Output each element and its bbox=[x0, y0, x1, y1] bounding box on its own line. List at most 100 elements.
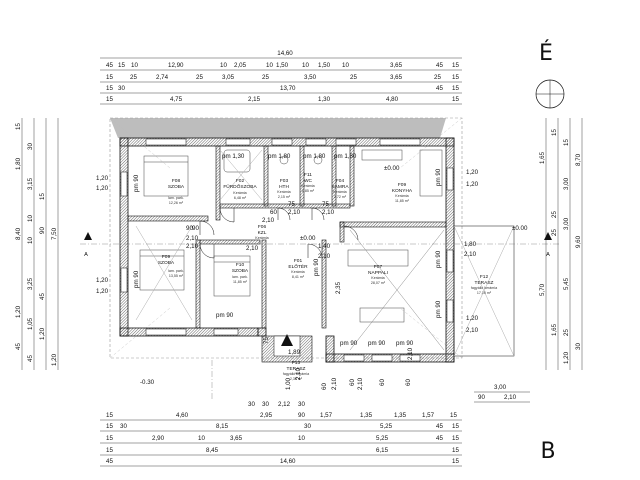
svg-text:3,25: 3,25 bbox=[27, 277, 34, 290]
svg-text:15: 15 bbox=[450, 412, 457, 419]
svg-text:15: 15 bbox=[106, 96, 113, 103]
svg-text:3,65: 3,65 bbox=[230, 435, 243, 442]
svg-text:15: 15 bbox=[452, 85, 459, 92]
svg-text:Kerámia: Kerámia bbox=[395, 194, 408, 198]
svg-text:F09: F09 bbox=[398, 182, 407, 188]
svg-text:28,07 m²: 28,07 m² bbox=[371, 281, 386, 285]
svg-text:4,80: 4,80 bbox=[386, 96, 399, 103]
svg-text:3,65: 3,65 bbox=[390, 62, 403, 69]
svg-text:SZOBA: SZOBA bbox=[232, 268, 249, 274]
svg-text:fagyálló kerámia: fagyálló kerámia bbox=[471, 286, 497, 290]
entrance-stairs bbox=[261, 334, 313, 363]
svg-text:60: 60 bbox=[349, 379, 356, 386]
svg-text:1,85 m²: 1,85 m² bbox=[302, 189, 315, 193]
svg-text:1,80: 1,80 bbox=[464, 241, 477, 248]
room-f11: F11 WC Kerámia 1,85 m² bbox=[301, 172, 315, 193]
svg-text:30: 30 bbox=[248, 401, 255, 408]
svg-text:15: 15 bbox=[106, 423, 113, 430]
svg-text:15: 15 bbox=[551, 129, 558, 136]
svg-text:10: 10 bbox=[198, 435, 205, 442]
level-markers: ±0.00 ±0.00 ±0.00 -0.30 bbox=[140, 165, 528, 386]
svg-text:F01: F01 bbox=[294, 258, 303, 264]
level-outside: -0.30 bbox=[140, 379, 155, 386]
svg-text:2,10: 2,10 bbox=[504, 394, 517, 401]
svg-text:15: 15 bbox=[106, 74, 113, 81]
svg-text:45: 45 bbox=[106, 62, 113, 69]
svg-text:9,60: 9,60 bbox=[575, 235, 582, 248]
svg-text:1,65: 1,65 bbox=[551, 323, 558, 336]
svg-text:15: 15 bbox=[452, 458, 459, 465]
top-dimensions: 14,60 45 15 10 12,90 10 2,05 10 1,50 10 … bbox=[106, 50, 459, 103]
svg-text:Kerámia: Kerámia bbox=[291, 270, 304, 274]
svg-text:2,15 m²: 2,15 m² bbox=[278, 195, 291, 199]
svg-text:KZL: KZL bbox=[258, 230, 267, 236]
roof-overhang-band bbox=[110, 118, 446, 138]
svg-text:45: 45 bbox=[15, 343, 22, 350]
svg-text:12,26 m²: 12,26 m² bbox=[169, 201, 184, 205]
svg-text:25: 25 bbox=[262, 74, 269, 81]
svg-text:25: 25 bbox=[551, 229, 558, 236]
svg-text:10: 10 bbox=[27, 237, 34, 244]
svg-text:11,85 m²: 11,85 m² bbox=[233, 280, 248, 284]
svg-text:F08: F08 bbox=[172, 178, 181, 184]
svg-text:25: 25 bbox=[563, 329, 570, 336]
svg-text:3,00: 3,00 bbox=[563, 217, 570, 230]
svg-text:13,55 m²: 13,55 m² bbox=[169, 274, 184, 278]
room-f04: F04 KAMRA Kerámia 2,72 m² bbox=[331, 178, 349, 199]
svg-text:8,41 m²: 8,41 m² bbox=[292, 275, 305, 279]
svg-text:pm 90: pm 90 bbox=[368, 340, 386, 347]
svg-text:1,57: 1,57 bbox=[320, 412, 333, 419]
right-dimensions: 15 1,65 15 8,70 3,00 25 9,60 3,00 25 5,4… bbox=[539, 129, 582, 364]
svg-text:pm 90: pm 90 bbox=[133, 270, 140, 288]
svg-text:6,15: 6,15 bbox=[376, 447, 389, 454]
svg-text:TERASZ: TERASZ bbox=[475, 280, 494, 286]
svg-text:Kerámia: Kerámia bbox=[233, 191, 246, 195]
svg-text:15: 15 bbox=[106, 85, 113, 92]
room-f07: F07 NAPPALI Kerámia 28,07 m² bbox=[368, 264, 388, 285]
svg-text:3,50: 3,50 bbox=[304, 74, 317, 81]
window-tags: pm 1,30 pm 1,80 pm 1,80 pm 1,80 pm 90 pm… bbox=[133, 153, 442, 347]
room-f06: F06 KZL Kerámia bbox=[255, 224, 268, 240]
svg-text:10: 10 bbox=[342, 62, 349, 69]
svg-text:12,90: 12,90 bbox=[168, 62, 184, 69]
svg-text:2,10: 2,10 bbox=[186, 235, 199, 242]
roof-hip-line bbox=[399, 117, 463, 169]
svg-text:5,25: 5,25 bbox=[376, 435, 389, 442]
svg-text:Kerámia: Kerámia bbox=[277, 190, 290, 194]
svg-text:15: 15 bbox=[452, 96, 459, 103]
svg-text:ELŐTÉR: ELŐTÉR bbox=[288, 263, 308, 270]
left-dimensions: 15 30 1,80 3,15 15 8,40 10 90 10 7,50 3,… bbox=[15, 123, 58, 366]
room-f03: F03 HTH Kerámia 2,15 m² bbox=[277, 178, 291, 199]
svg-text:14,60: 14,60 bbox=[277, 50, 293, 57]
svg-text:F10: F10 bbox=[236, 262, 245, 268]
svg-text:Kerámia: Kerámia bbox=[371, 276, 384, 280]
svg-text:1,20: 1,20 bbox=[39, 327, 46, 340]
svg-text:30: 30 bbox=[304, 423, 311, 430]
svg-text:F06: F06 bbox=[258, 224, 267, 230]
svg-text:1,89: 1,89 bbox=[288, 349, 301, 356]
svg-text:2,10: 2,10 bbox=[318, 253, 331, 260]
svg-text:FÜRDŐSZOBA: FÜRDŐSZOBA bbox=[223, 183, 257, 190]
svg-text:25: 25 bbox=[350, 74, 357, 81]
svg-text:10: 10 bbox=[131, 62, 138, 69]
north-label: É bbox=[539, 40, 553, 66]
svg-text:2,36 m²: 2,36 m² bbox=[290, 377, 303, 381]
svg-text:5,45: 5,45 bbox=[563, 277, 570, 290]
svg-text:15: 15 bbox=[452, 74, 459, 81]
svg-text:1,20: 1,20 bbox=[96, 185, 109, 192]
svg-text:15: 15 bbox=[118, 62, 125, 69]
inner-walls bbox=[127, 145, 447, 329]
svg-text:1,65: 1,65 bbox=[539, 151, 546, 164]
svg-text:90: 90 bbox=[478, 394, 485, 401]
section-arrow-left bbox=[84, 232, 92, 240]
svg-text:2,10: 2,10 bbox=[246, 245, 259, 252]
svg-text:SZOBA: SZOBA bbox=[158, 260, 175, 266]
svg-text:2,10: 2,10 bbox=[186, 243, 199, 250]
level-hall: ±0.00 bbox=[300, 235, 316, 242]
svg-text:2,10: 2,10 bbox=[407, 347, 414, 360]
svg-text:5,25: 5,25 bbox=[380, 423, 393, 430]
svg-text:2,95: 2,95 bbox=[260, 412, 273, 419]
svg-text:1,20: 1,20 bbox=[51, 353, 58, 366]
svg-text:3,65: 3,65 bbox=[390, 74, 403, 81]
